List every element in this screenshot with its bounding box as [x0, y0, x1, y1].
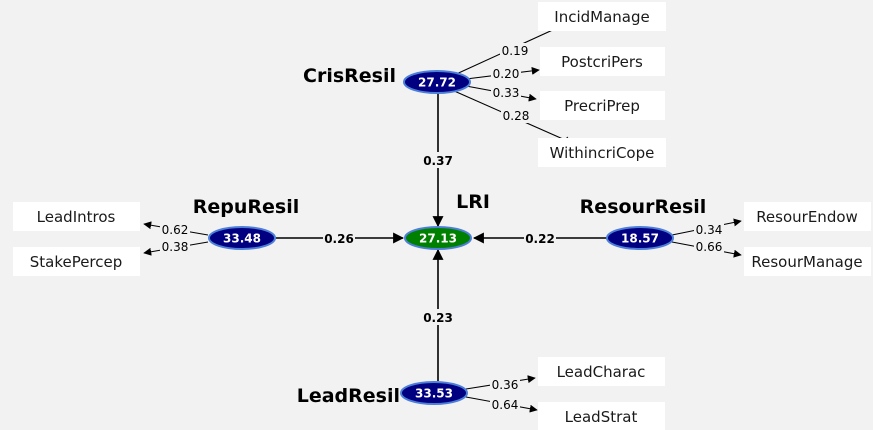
loading-incidmanage: 0.19: [502, 44, 529, 58]
loading-leadstrat: 0.64: [492, 398, 519, 412]
indicator-box-incidmanage: IncidManage: [538, 2, 666, 31]
svg-text:WithincriCope: WithincriCope: [550, 144, 655, 162]
loading-leadintros: 0.62: [162, 223, 189, 237]
svg-text:LeadStrat: LeadStrat: [565, 408, 638, 426]
resour-indicators: 0.34 0.66 ResourEndow ResourManage: [671, 202, 871, 276]
svg-text:PostcriPers: PostcriPers: [561, 53, 643, 71]
loading-leadcharac: 0.36: [492, 378, 519, 392]
svg-text:ResourManage: ResourManage: [751, 253, 862, 271]
latent-label-repuresil: RepuResil: [193, 196, 300, 218]
svg-text:LeadCharac: LeadCharac: [557, 363, 646, 381]
structural-paths: 0.37 0.26 0.22 0.23: [276, 93, 608, 381]
svg-text:IncidManage: IncidManage: [554, 8, 649, 26]
loading-withincricope: 0.28: [503, 109, 530, 123]
indicator-box-leadstrat: LeadStrat: [538, 402, 665, 430]
latent-node-repuresil: 33.48 RepuResil: [193, 196, 300, 250]
svg-text:LeadIntros: LeadIntros: [37, 208, 116, 226]
latent-label-crisresil: CrisResil: [303, 65, 396, 87]
path-weight-repu-lri: 0.26: [324, 232, 354, 246]
indicator-box-precriprep: PrecriPrep: [540, 91, 665, 120]
latent-value-leadresil: 33.53: [415, 387, 453, 401]
latent-label-lri: LRI: [456, 191, 490, 213]
indicator-box-leadintros: LeadIntros: [13, 202, 140, 231]
path-weight-lead-lri: 0.23: [423, 311, 453, 325]
latent-node-crisresil: 27.72 CrisResil: [303, 65, 471, 94]
latent-value-lri: 27.13: [419, 232, 457, 246]
cris-indicators: 0.19 0.20 0.33 0.28 IncidManage PostcriP…: [451, 2, 666, 167]
indicator-box-stakepercep: StakePercep: [13, 247, 140, 276]
loading-stakepercep: 0.38: [162, 240, 189, 254]
svg-text:ResourEndow: ResourEndow: [756, 208, 858, 226]
loading-postcripers: 0.20: [493, 67, 520, 81]
indicator-box-resourendow: ResourEndow: [744, 202, 871, 231]
latent-value-repuresil: 33.48: [223, 232, 261, 246]
indicator-box-postcripers: PostcriPers: [540, 47, 665, 76]
repu-indicators: 0.62 0.38 LeadIntros StakePercep: [13, 202, 209, 276]
latent-value-crisresil: 27.72: [418, 76, 456, 90]
latent-node-lri: 27.13 LRI: [404, 191, 490, 250]
indicator-box-resourmanage: ResourManage: [744, 247, 871, 276]
indicator-box-leadcharac: LeadCharac: [538, 357, 665, 386]
loading-resourmanage: 0.66: [696, 240, 723, 254]
lead-indicators: 0.36 0.64 LeadCharac LeadStrat: [465, 357, 665, 430]
latent-label-leadresil: LeadResil: [297, 385, 400, 407]
latent-node-resourresil: 18.57 ResourResil: [580, 196, 707, 250]
latent-label-resourresil: ResourResil: [580, 196, 707, 218]
path-weight-resour-lri: 0.22: [525, 232, 555, 246]
loading-precriprep: 0.33: [493, 86, 520, 100]
indicator-box-withincricope: WithincriCope: [538, 138, 666, 167]
svg-text:PrecriPrep: PrecriPrep: [564, 97, 640, 115]
latent-node-leadresil: 33.53 LeadResil: [297, 381, 468, 407]
loading-resourendow: 0.34: [696, 223, 723, 237]
svg-text:StakePercep: StakePercep: [30, 253, 123, 271]
latent-value-resourresil: 18.57: [621, 232, 659, 246]
path-weight-cris-lri: 0.37: [423, 154, 453, 168]
